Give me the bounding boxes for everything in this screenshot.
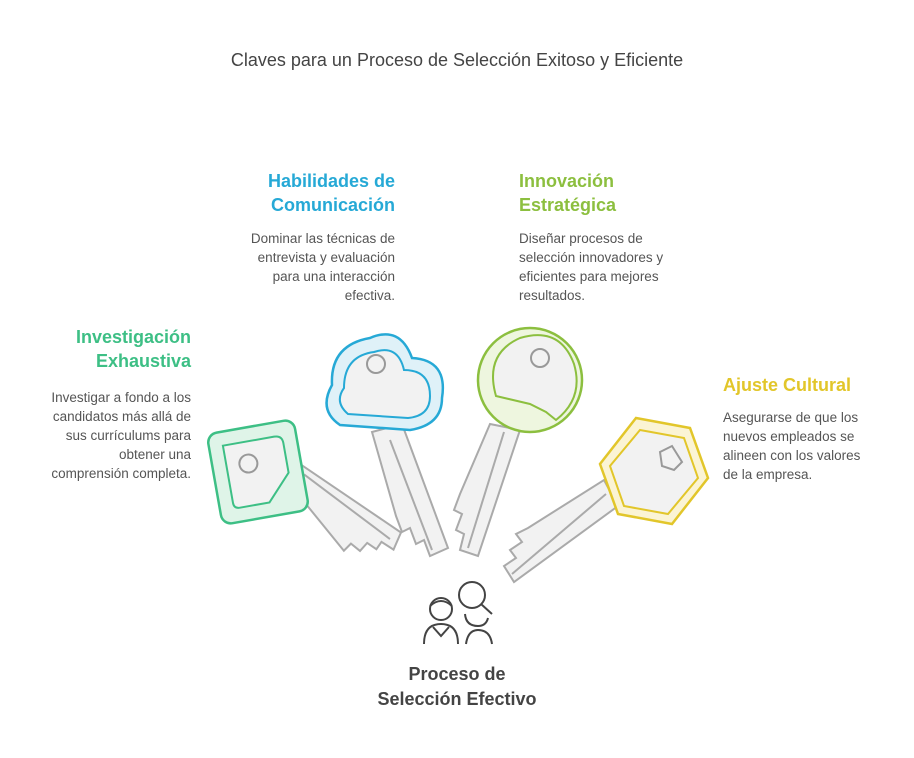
habilidades-desc: Dominar las técnicas de entrevista y eva… — [215, 229, 395, 305]
people-search-icon — [423, 581, 493, 645]
habilidades-heading-line1: Habilidades de — [267, 171, 395, 191]
innovacion-desc: Diseñar procesos de selección innovadore… — [519, 229, 719, 305]
ajuste-desc-line: nuevos empleados se — [723, 429, 855, 444]
green-key — [207, 419, 403, 553]
investigacion-desc-line: obtener una — [118, 447, 191, 462]
ajuste-desc-line: alineen con los valores — [723, 448, 861, 463]
investigacion-desc-line: candidatos más allá de — [52, 409, 191, 424]
ajuste-heading: Ajuste Cultural — [723, 373, 903, 397]
habilidades-desc-line: efectiva. — [344, 288, 395, 303]
investigacion-heading-line2: Exhaustiva — [95, 351, 191, 371]
ajuste-desc-line: Asegurarse de que los — [723, 410, 859, 425]
innovacion-heading-line2: Estratégica — [519, 195, 617, 215]
ajuste-desc-line: de la empresa. — [723, 467, 813, 482]
investigacion-desc-line: Investigar a fondo a los — [51, 390, 191, 405]
ajuste-heading-line1: Ajuste Cultural — [723, 375, 852, 395]
center-label-line1: Proceso de — [408, 664, 506, 684]
habilidades-heading: Habilidades de Comunicación — [215, 169, 395, 217]
lime-key — [452, 326, 584, 558]
innovacion-heading: Innovación Estratégica — [519, 169, 719, 217]
investigacion-desc: Investigar a fondo a los candidatos más … — [20, 388, 191, 483]
habilidades-desc-line: para una interacción — [272, 269, 395, 284]
investigacion-heading-line1: Investigación — [75, 327, 191, 347]
habilidades-desc-line: Dominar las técnicas de — [250, 231, 395, 246]
center-label: Proceso de Selección Efectivo — [307, 662, 607, 712]
habilidades-desc-line: entrevista y evaluación — [257, 250, 395, 265]
investigacion-heading: Investigación Exhaustiva — [40, 325, 191, 373]
center-label-line2: Selección Efectivo — [377, 689, 537, 709]
investigacion-desc-line: comprensión completa. — [51, 466, 191, 481]
innovacion-desc-line: resultados. — [519, 288, 586, 303]
innovacion-desc-line: selección innovadores y — [519, 250, 664, 265]
ajuste-desc: Asegurarse de que los nuevos empleados s… — [723, 408, 903, 484]
investigacion-desc-line: sus currículums para — [65, 428, 191, 443]
innovacion-desc-line: eficientes para mejores — [519, 269, 659, 284]
innovacion-desc-line: Diseñar procesos de — [519, 231, 643, 246]
habilidades-heading-line2: Comunicación — [270, 195, 395, 215]
yellow-key — [502, 416, 710, 584]
page-title: Claves para un Proceso de Selección Exit… — [230, 50, 684, 70]
blue-key — [325, 333, 450, 558]
innovacion-heading-line1: Innovación — [519, 171, 615, 191]
